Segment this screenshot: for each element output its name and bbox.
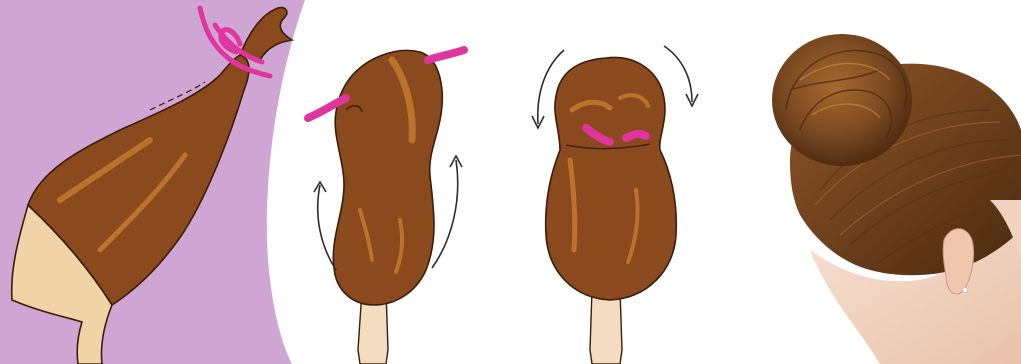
bun-hairstyle-icon <box>772 34 912 166</box>
step-3-neck <box>590 290 622 364</box>
step-2-hair <box>333 50 442 305</box>
step-3-coil <box>532 46 698 364</box>
step-3-hair <box>546 57 677 300</box>
step-4-photo <box>772 34 1021 364</box>
step-2-twist <box>308 50 464 364</box>
